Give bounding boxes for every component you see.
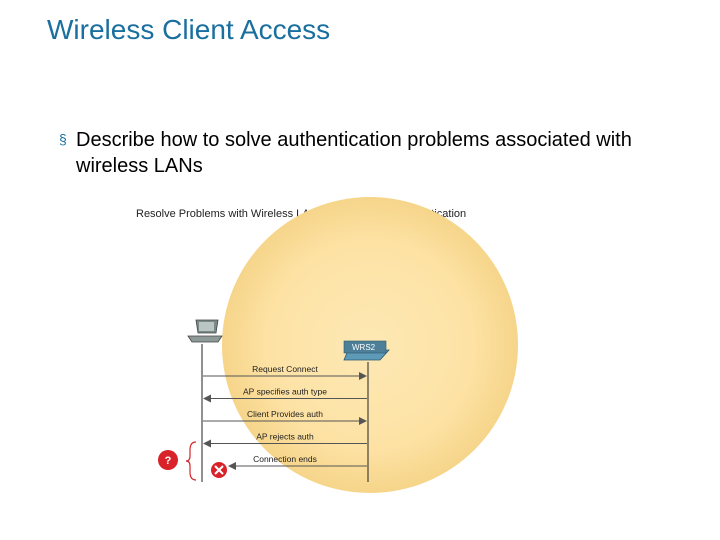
router-icon: WRS2 [343,340,390,361]
bullet-text: Describe how to solve authentication pro… [76,129,632,177]
message-label: Request Connect [252,364,318,374]
message-group: Request Connect AP specifies auth typeCli… [203,364,367,470]
bullet-marker: § [59,131,67,147]
router-label: WRS2 [352,343,376,352]
bullet-item: § Describe how to solve authentication p… [59,127,659,179]
message-label: AP rejects auth [256,432,314,442]
message-label: AP specifies auth type [243,387,327,397]
message-label: Connection ends [253,454,317,464]
message-label: Client Provides auth [247,409,323,419]
slide-title: Wireless Client Access [47,14,331,45]
error-bracket [185,441,197,481]
question-icon: ? [158,450,178,470]
laptop-icon [187,319,223,343]
connection-ended-icon [211,462,227,478]
error-badge-label: ? [165,455,172,467]
